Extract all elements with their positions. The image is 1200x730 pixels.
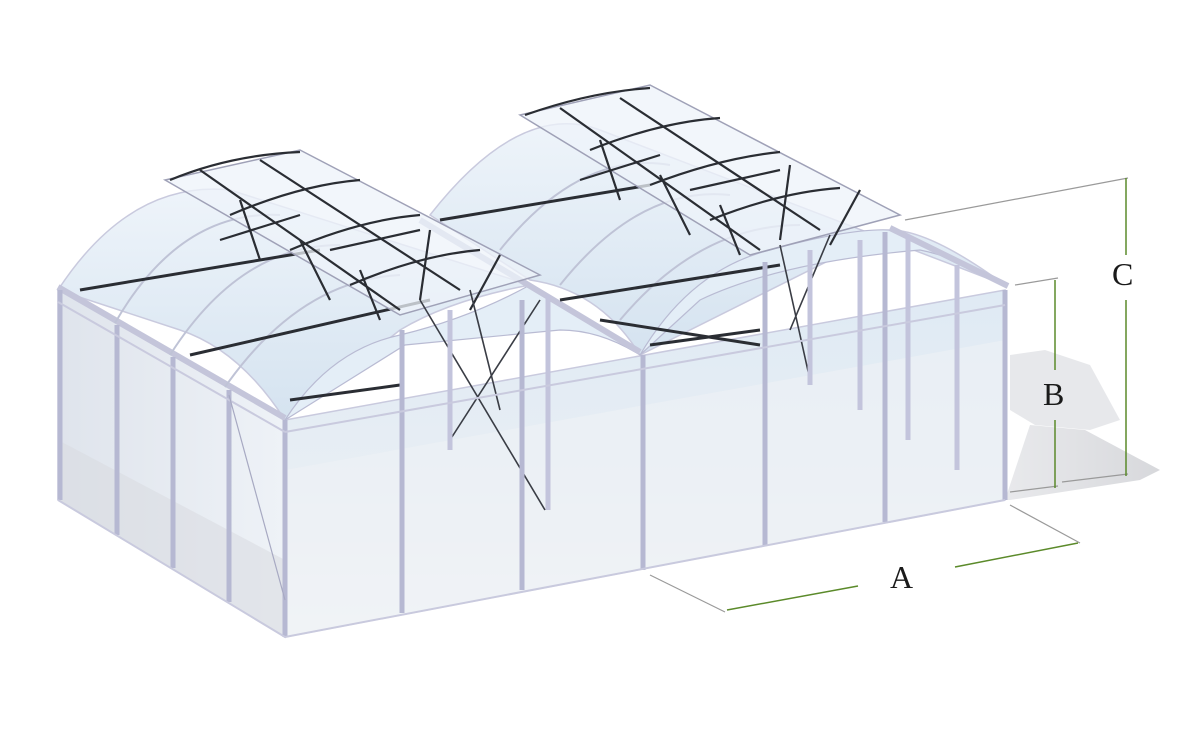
dimension-a-line-right xyxy=(954,542,1079,568)
side-wall-brace xyxy=(228,394,286,601)
dimension-a-line-left xyxy=(726,585,859,611)
dimension-b-leader-bottom xyxy=(1009,485,1059,493)
dimension-c: C xyxy=(904,177,1133,483)
interior-columns xyxy=(447,235,960,510)
side-wall-posts xyxy=(57,290,232,602)
dimension-b-label: B xyxy=(1043,376,1064,412)
dimension-c-leader-top xyxy=(904,177,1129,221)
ground-shadow-right xyxy=(1010,350,1120,430)
roof-vent-right xyxy=(518,84,903,256)
ground-shadow xyxy=(1005,425,1160,500)
front-wall-posts xyxy=(282,232,1008,637)
dimension-a-leader-left xyxy=(649,574,726,613)
dimension-b-leader-top xyxy=(1014,277,1059,286)
dimension-a-label: A xyxy=(890,559,913,595)
roof-arch-right xyxy=(428,123,1006,356)
dimension-a-leader-right xyxy=(1009,504,1081,544)
wall-rails xyxy=(57,301,1006,638)
dimension-c-label: C xyxy=(1112,256,1133,292)
dimension-c-leader-bottom xyxy=(1061,473,1129,483)
dimension-a: A xyxy=(649,504,1081,613)
dimension-b: B xyxy=(1009,277,1064,493)
roof-arch-left xyxy=(56,188,531,422)
roof-vent-left xyxy=(162,149,543,321)
